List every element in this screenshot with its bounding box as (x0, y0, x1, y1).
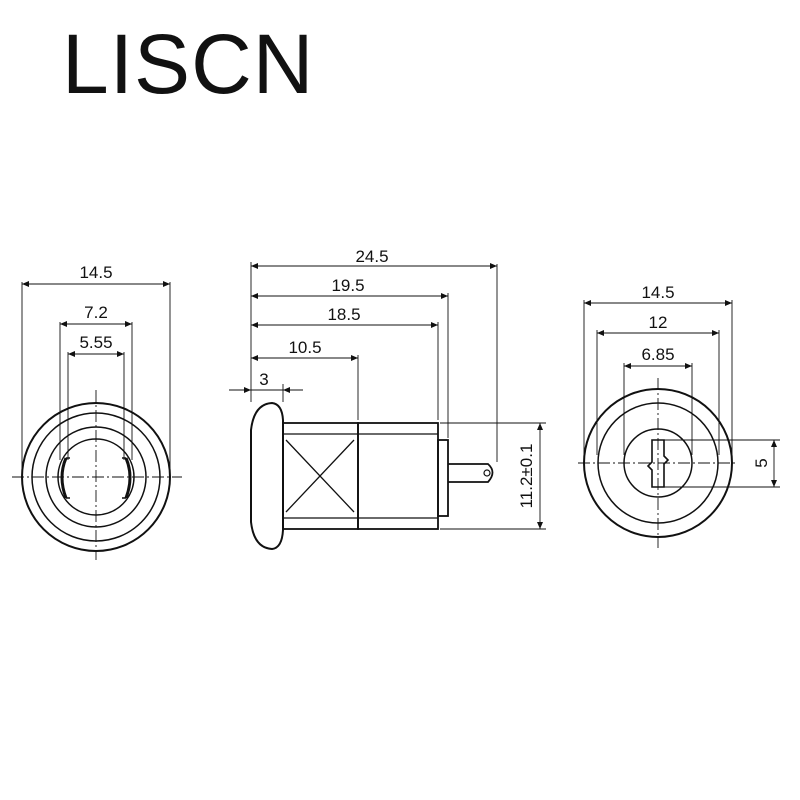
rear-dim-slot: 5 (752, 458, 771, 467)
front-view (12, 281, 182, 560)
front-dim-middle: 7.2 (84, 303, 108, 322)
front-left-notch (60, 457, 68, 499)
side-dim-height: 11.2±0.1 (517, 444, 536, 509)
side-view (229, 262, 546, 551)
rear-view (578, 300, 780, 548)
brand-logo: LISCN (62, 17, 315, 111)
rear-dim-inner: 6.85 (641, 345, 674, 364)
side-dim-d3: 10.5 (288, 338, 321, 357)
rear-dim-middle: 12 (649, 313, 668, 332)
side-cam-tab (448, 463, 494, 483)
side-dim-total: 24.5 (355, 247, 388, 266)
side-cylinder (357, 422, 439, 530)
front-right-notch (124, 457, 132, 499)
side-dim-flange: 3 (259, 370, 268, 389)
side-back-cap (437, 439, 449, 517)
side-body-cross-b (285, 439, 355, 513)
side-dim-d1: 19.5 (331, 276, 364, 295)
front-dim-inner: 5.55 (79, 333, 112, 352)
rear-dim-outer: 14.5 (641, 283, 674, 302)
side-dim-d2: 18.5 (327, 305, 360, 324)
front-dim-outer: 14.5 (79, 263, 112, 282)
side-flange (250, 401, 284, 551)
dimension-labels: 14.5 7.2 5.55 24.5 19.5 18.5 10.5 3 11.2… (79, 247, 771, 508)
